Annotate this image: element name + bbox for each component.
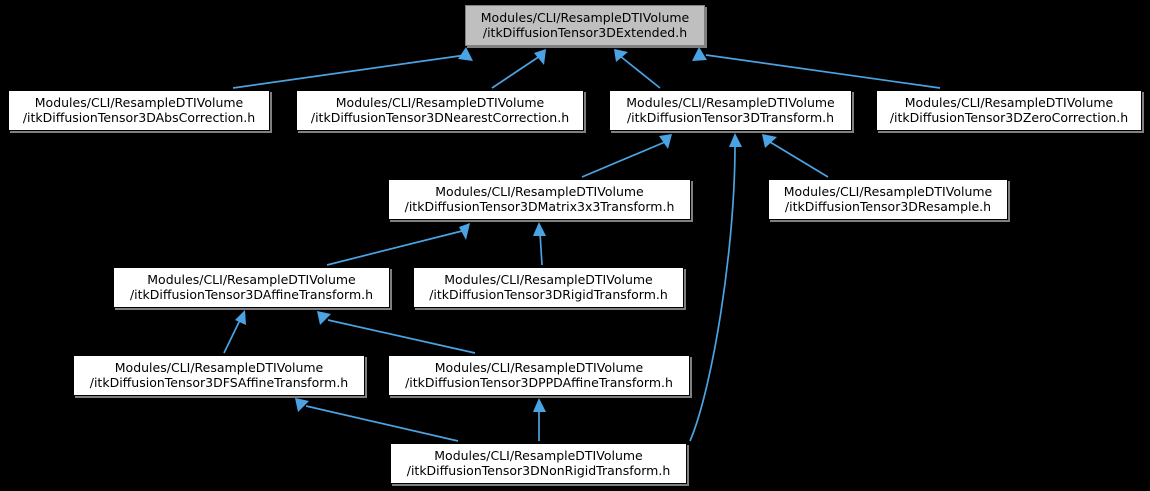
node-label-line2: /itkDiffusionTensor3DAbsCorrection.h	[22, 109, 256, 125]
node-label-line1: Modules/CLI/ResampleDTIVolume	[434, 359, 644, 375]
edge-non-rigid-to-fs-affine	[295, 398, 459, 442]
node-itk-diffusion-tensor-3d-matrix3x3-transform[interactable]: Modules/CLI/ResampleDTIVolume /itkDiffus…	[388, 179, 691, 220]
node-itk-diffusion-tensor-3d-ppd-affine-transform[interactable]: Modules/CLI/ResampleDTIVolume /itkDiffus…	[388, 355, 690, 396]
node-label-line2: /itkDiffusionTensor3DTransform.h	[626, 109, 835, 125]
node-label-line2: /itkDiffusionTensor3DResample.h	[784, 198, 992, 214]
edge-rigid-to-matrix3x3	[533, 222, 546, 266]
node-itk-diffusion-tensor-3d-non-rigid-transform[interactable]: Modules/CLI/ResampleDTIVolume /itkDiffus…	[390, 443, 687, 484]
node-label-line2: /itkDiffusionTensor3DNonRigidTransform.h	[406, 462, 671, 478]
edge-zero-correction-to-extended	[692, 47, 941, 89]
edge-non-rigid-to-ppd-affine	[533, 398, 546, 441]
node-label-line1: Modules/CLI/ResampleDTIVolume	[147, 271, 356, 287]
node-label-line2: /itkDiffusionTensor3DZeroCorrection.h	[889, 109, 1129, 125]
node-label-line1: Modules/CLI/ResampleDTIVolume	[480, 9, 690, 25]
node-label-line2: /itkDiffusionTensor3DFSAffineTransform.h	[89, 374, 349, 390]
edge-nearest-correction-to-extended	[491, 49, 546, 89]
node-label-line1: Modules/CLI/ResampleDTIVolume	[626, 94, 835, 110]
node-label-line2: /itkDiffusionTensor3DNearestCorrection.h	[310, 109, 570, 125]
node-label-line2: /itkDiffusionTensor3DAffineTransform.h	[129, 286, 374, 302]
node-label-line1: Modules/CLI/ResampleDTIVolume	[114, 359, 324, 375]
node-label-line2: /itkDiffusionTensor3DRigidTransform.h	[429, 286, 668, 302]
node-label-line1: Modules/CLI/ResampleDTIVolume	[444, 271, 653, 287]
edge-transform-to-extended	[614, 49, 661, 89]
node-itk-diffusion-tensor-3d-fs-affine-transform[interactable]: Modules/CLI/ResampleDTIVolume /itkDiffus…	[73, 355, 365, 396]
node-label-line1: Modules/CLI/ResampleDTIVolume	[904, 94, 1114, 110]
node-label-line1: Modules/CLI/ResampleDTIVolume	[783, 183, 993, 199]
node-label-line2: /itkDiffusionTensor3DPPDAffineTransform.…	[405, 374, 673, 390]
node-label-line2: /itkDiffusionTensor3DMatrix3x3Transform.…	[404, 198, 675, 214]
node-label-line2: /itkDiffusionTensor3DExtended.h	[482, 24, 688, 40]
node-itk-diffusion-tensor-3d-nearest-correction[interactable]: Modules/CLI/ResampleDTIVolume /itkDiffus…	[296, 90, 584, 131]
node-itk-diffusion-tensor-3d-zero-correction[interactable]: Modules/CLI/ResampleDTIVolume /itkDiffus…	[876, 90, 1142, 131]
edge-matrix3x3-to-transform	[581, 134, 672, 178]
edge-abs-correction-to-extended	[232, 47, 473, 89]
node-label-line1: Modules/CLI/ResampleDTIVolume	[335, 94, 545, 110]
node-itk-diffusion-tensor-3d-rigid-transform[interactable]: Modules/CLI/ResampleDTIVolume /itkDiffus…	[413, 267, 684, 308]
node-itk-diffusion-tensor-3d-abs-correction[interactable]: Modules/CLI/ResampleDTIVolume /itkDiffus…	[8, 90, 270, 131]
node-itk-diffusion-tensor-3d-extended[interactable]: Modules/CLI/ResampleDTIVolume /itkDiffus…	[465, 5, 705, 46]
node-label-line1: Modules/CLI/ResampleDTIVolume	[34, 94, 244, 110]
node-itk-diffusion-tensor-3d-transform[interactable]: Modules/CLI/ResampleDTIVolume /itkDiffus…	[609, 90, 852, 131]
edge-fs-affine-to-affine	[223, 310, 246, 354]
edge-resample-to-transform	[762, 134, 829, 178]
edge-non-rigid-to-transform	[689, 133, 742, 442]
node-label-line1: Modules/CLI/ResampleDTIVolume	[434, 447, 643, 463]
node-itk-diffusion-tensor-3d-affine-transform[interactable]: Modules/CLI/ResampleDTIVolume /itkDiffus…	[113, 267, 390, 308]
edge-ppd-affine-to-affine	[317, 311, 476, 354]
node-itk-diffusion-tensor-3d-resample[interactable]: Modules/CLI/ResampleDTIVolume /itkDiffus…	[768, 179, 1008, 220]
node-label-line1: Modules/CLI/ResampleDTIVolume	[435, 183, 644, 199]
edge-affine-to-matrix3x3	[326, 223, 470, 266]
